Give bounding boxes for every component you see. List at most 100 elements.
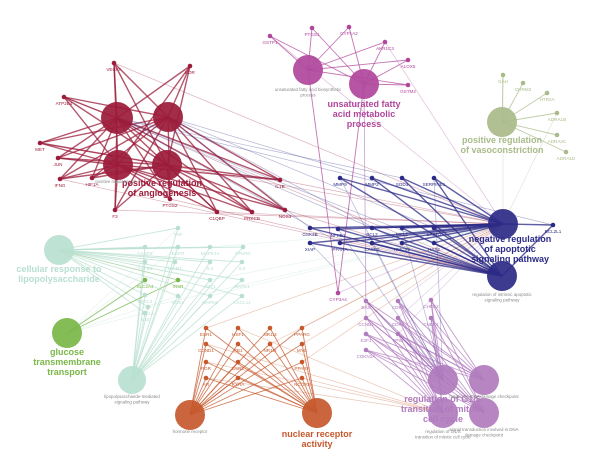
gene-node-ncoa2[interactable] (299, 375, 305, 381)
gene-node-mapk1[interactable] (239, 277, 245, 283)
gene-node-esr1[interactable] (203, 325, 209, 331)
gene-node-cyp3a4[interactable] (335, 290, 341, 296)
gene-node-tgfb1[interactable] (142, 259, 148, 265)
gene-node-tp53[interactable] (395, 331, 401, 337)
gene-node-ptgs1[interactable] (309, 25, 315, 31)
gene-node-il1b[interactable] (277, 177, 283, 183)
gene-node-myc[interactable] (299, 341, 305, 347)
gene-node-il4[interactable] (207, 259, 213, 265)
gene-node-ccnd1[interactable] (203, 341, 209, 347)
gene-node-nr1i2[interactable] (267, 341, 273, 347)
term-node-m1[interactable] (428, 365, 458, 395)
gene-node-f3[interactable] (112, 207, 118, 213)
gene-node-hif1a[interactable] (89, 175, 95, 181)
term-node-m3[interactable] (428, 398, 458, 428)
gene-node-serpine1[interactable] (431, 175, 437, 181)
gene-node-xiap[interactable] (307, 240, 313, 246)
gene-node-nfkb1[interactable] (335, 226, 341, 232)
term-node-l2[interactable] (118, 366, 146, 394)
term-node-m2[interactable] (469, 365, 499, 395)
gene-node-bcl2l1[interactable] (550, 222, 556, 228)
gene-node-c1qbp[interactable] (214, 209, 220, 215)
term-node-a2[interactable] (153, 102, 183, 132)
gene-node-bax[interactable] (363, 298, 369, 304)
gene-node-hmox1[interactable] (399, 240, 405, 246)
gene-node-gstp1[interactable] (267, 33, 273, 39)
gene-node-ppara2[interactable] (337, 240, 343, 246)
gene-node-adra2c[interactable] (554, 132, 560, 138)
term-node-n2[interactable] (302, 398, 332, 428)
term-node-g1[interactable] (52, 318, 82, 348)
gene-node-met[interactable] (37, 140, 43, 146)
gene-node-esr2[interactable] (235, 359, 241, 365)
gene-node-rb1[interactable] (235, 341, 241, 347)
gene-node-cxcl11[interactable] (239, 293, 245, 299)
term-node-a4[interactable] (152, 150, 182, 180)
gene-node-il10[interactable] (142, 310, 148, 316)
gene-node-akt1[interactable] (207, 277, 213, 283)
gene-node-jun[interactable] (55, 155, 61, 161)
gene-node-mapk14[interactable] (207, 244, 213, 250)
term-node-u1[interactable] (293, 55, 323, 85)
gene-node-ccl2[interactable] (145, 304, 151, 310)
gene-node-cdkn1a[interactable] (363, 347, 369, 353)
gene-node-erbb2[interactable] (431, 225, 437, 231)
term-node-m4[interactable] (469, 398, 499, 428)
term-node-l1[interactable] (44, 235, 74, 265)
gene-node-gsk3b[interactable] (307, 225, 313, 231)
gene-node-alox5[interactable] (405, 57, 411, 63)
gene-node-tnf[interactable] (175, 225, 181, 231)
gene-node-ccnb1[interactable] (363, 315, 369, 321)
gene-node-bcl2[interactable] (369, 225, 375, 231)
gene-node-atp2b4[interactable] (61, 94, 67, 100)
term-node-u2[interactable] (349, 69, 379, 99)
term-node-p2[interactable] (487, 261, 517, 291)
gene-node-insr[interactable] (175, 277, 181, 283)
gene-node-ppara[interactable] (299, 359, 305, 365)
gene-node-cyp1a2[interactable] (346, 24, 352, 30)
gene-node-mcl1[interactable] (399, 225, 405, 231)
gene-node-akr1c3[interactable] (382, 39, 388, 45)
gene-node-pparg[interactable] (299, 325, 305, 331)
gene-node-ptgs2[interactable] (167, 196, 173, 202)
gene-node-casp3[interactable] (142, 244, 148, 250)
gene-node-casp8[interactable] (369, 240, 375, 246)
gene-node-egfr[interactable] (175, 244, 181, 250)
term-node-a3[interactable] (103, 150, 133, 180)
gene-node-rxra[interactable] (235, 375, 241, 381)
gene-node-chrm3[interactable] (520, 80, 526, 86)
gene-node-icam1[interactable] (172, 259, 178, 265)
term-node-n1[interactable] (175, 400, 205, 430)
gene-node-nos3[interactable] (282, 207, 288, 213)
gene-node-il6[interactable] (239, 259, 245, 265)
gene-node-nos2[interactable] (175, 293, 181, 299)
gene-node-has2[interactable] (431, 240, 437, 246)
gene-node-hsf1[interactable] (235, 325, 241, 331)
gene-node-sod1[interactable] (399, 175, 405, 181)
gene-node-slc2a4[interactable] (142, 277, 148, 283)
term-node-a1[interactable] (101, 102, 133, 134)
gene-node-mapk8[interactable] (207, 293, 213, 299)
gene-node-ppard[interactable] (240, 244, 246, 250)
gene-node-kdr[interactable] (187, 63, 193, 69)
gene-node-pgr[interactable] (203, 359, 209, 365)
gene-node-gah[interactable] (500, 72, 506, 78)
gene-node-vegfa[interactable] (111, 60, 117, 66)
gene-node-ar[interactable] (203, 375, 209, 381)
gene-node-cxcl2[interactable] (142, 292, 148, 298)
term-node-p1[interactable] (488, 209, 518, 239)
gene-node-cdk2[interactable] (395, 298, 401, 304)
gene-node-e2f1[interactable] (363, 331, 369, 337)
gene-node-mmp9[interactable] (337, 175, 343, 181)
gene-node-ifng[interactable] (57, 176, 63, 182)
gene-node-prkcb[interactable] (249, 209, 255, 215)
gene-node-chek2[interactable] (428, 297, 434, 303)
term-node-v1[interactable] (487, 107, 517, 137)
gene-node-nr1i3[interactable] (267, 325, 273, 331)
gene-node-adra1b[interactable] (554, 110, 560, 116)
gene-node-adra1d[interactable] (563, 149, 569, 155)
gene-node-htr2a[interactable] (544, 90, 550, 96)
gene-node-gstm2[interactable] (405, 82, 411, 88)
gene-node-chek1[interactable] (428, 315, 434, 321)
gene-node-cdk4[interactable] (395, 315, 401, 321)
